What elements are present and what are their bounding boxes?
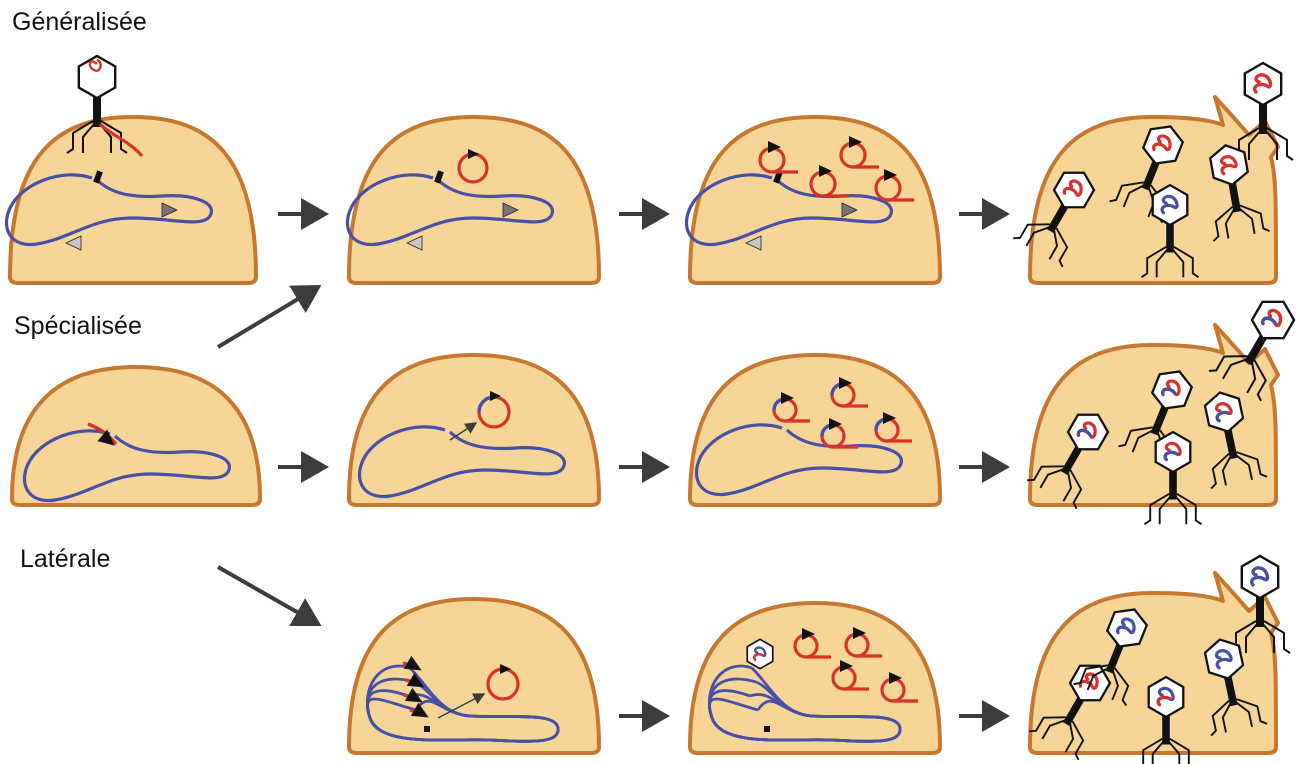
cell-laterale-1 — [346, 596, 602, 755]
cell-laterale-2 — [687, 600, 943, 755]
phage-gen-a — [1013, 171, 1096, 268]
phage-released-lat — [1229, 554, 1291, 654]
arrow-to-laterale — [217, 565, 322, 627]
replicated-lat-2 — [844, 627, 882, 658]
replicated-dna-4 — [874, 169, 914, 202]
host-marker-lat-2 — [764, 726, 770, 732]
chromosome-gen-1-gene-light — [65, 235, 82, 251]
replicated-dna-2 — [839, 136, 879, 169]
phage-gen-d-transducing — [1140, 183, 1200, 278]
chromosome-spe-1 — [22, 429, 232, 503]
chromosome-gen-2-gene-dark — [502, 202, 519, 218]
prophage-segment — [87, 422, 118, 446]
packaging-capsid — [746, 638, 774, 670]
arrow-specialisee-to-generalisee — [216, 284, 322, 349]
label-generalisee: Généralisée — [12, 8, 147, 36]
chromosomes-lat-1 — [366, 664, 560, 743]
cell-specialisee-1 — [9, 364, 263, 507]
replicated-spe-2 — [830, 377, 868, 408]
chromosome-gen-1 — [4, 173, 214, 247]
replicated-spe-1 — [772, 392, 810, 423]
excision-arrow — [449, 422, 478, 441]
in-situ-marker-3 — [404, 687, 423, 703]
injected-phage-dna — [98, 122, 144, 158]
chromosome-gen-1-gene-dark — [161, 202, 178, 218]
label-specialisee: Spécialisée — [14, 312, 142, 340]
phage-gen-c — [1209, 144, 1270, 242]
chromosome-gen-3-marker — [773, 170, 783, 184]
chromosome-gen-3-gene-light — [745, 235, 762, 251]
cell-specialisee-2 — [346, 352, 602, 507]
chromosomes-lat-2 — [708, 664, 902, 743]
host-marker-lat-1 — [424, 726, 430, 732]
cell-generalisee-1 — [7, 114, 259, 285]
phage-spe-b — [1118, 370, 1194, 469]
replicated-lat-4 — [880, 672, 918, 703]
replicated-lat-1 — [793, 628, 831, 659]
cell-specialisee-3 — [687, 352, 943, 507]
chromosome-gen-3-gene-dark — [841, 202, 858, 218]
phage-released-gen — [1232, 61, 1294, 161]
replicated-spe-4 — [874, 412, 912, 443]
phage-gen-b — [1109, 125, 1185, 224]
chromosome-gen-2 — [345, 173, 555, 247]
replicated-spe-3 — [820, 418, 858, 449]
phage-lat-c — [1203, 638, 1268, 737]
in-situ-marker-2 — [406, 672, 425, 688]
chromosome-spe-2 — [357, 425, 567, 499]
chromosome-gen-2-gene-light — [406, 235, 423, 251]
phage-lat-b — [1073, 608, 1149, 707]
phage-spe-a — [1027, 413, 1110, 510]
excised-ring-marker — [490, 391, 501, 401]
phage-dna-in-capsid — [88, 58, 102, 72]
prophage-marker — [97, 429, 115, 446]
chromosome-gen-2-marker — [434, 170, 444, 184]
phage-released-spe — [1208, 300, 1296, 402]
excised-ring-lat-marker — [500, 664, 511, 674]
phage-lat-d — [1142, 675, 1190, 764]
replicated-dna-3 — [809, 165, 849, 198]
phage-ring-marker-gen-2 — [468, 149, 479, 159]
in-situ-marker-1 — [403, 655, 422, 671]
chromosome-gen-1-marker — [93, 170, 103, 184]
cell-generalisee-2 — [346, 114, 602, 285]
phage-spe-c — [1203, 391, 1268, 490]
replicated-dna-1 — [758, 141, 798, 174]
in-situ-marker-4 — [410, 702, 429, 718]
phage-adsorbed — [66, 54, 128, 154]
replicated-lat-3 — [831, 660, 869, 691]
phage-spe-d — [1143, 430, 1203, 525]
excision-arrow-lat — [437, 693, 486, 719]
label-laterale: Latérale — [20, 545, 111, 573]
